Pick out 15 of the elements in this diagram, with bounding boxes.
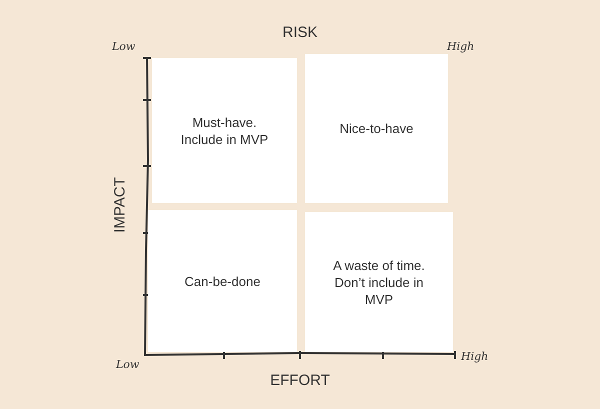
quadrant-box [305, 54, 448, 203]
scale-label: High [447, 40, 474, 53]
scale-label: High [461, 350, 488, 363]
scale-label: Low [112, 40, 136, 53]
quadrant-text: A waste of time. Don’t include in MVP [332, 256, 426, 308]
quadrant-box [152, 58, 297, 203]
quadrant-text: Must-have. Include in MVP [180, 114, 270, 148]
quadrant-box [148, 210, 297, 352]
axis-title: IMPACT [112, 177, 128, 233]
quadrant-box [305, 212, 453, 352]
quadrant-text: Nice-to-have [340, 120, 414, 137]
axis-title: RISK [282, 24, 318, 41]
axis-title: EFFORT [270, 372, 330, 389]
quadrant-text: Can-be-done [184, 272, 260, 290]
scale-label: Low [116, 358, 140, 371]
